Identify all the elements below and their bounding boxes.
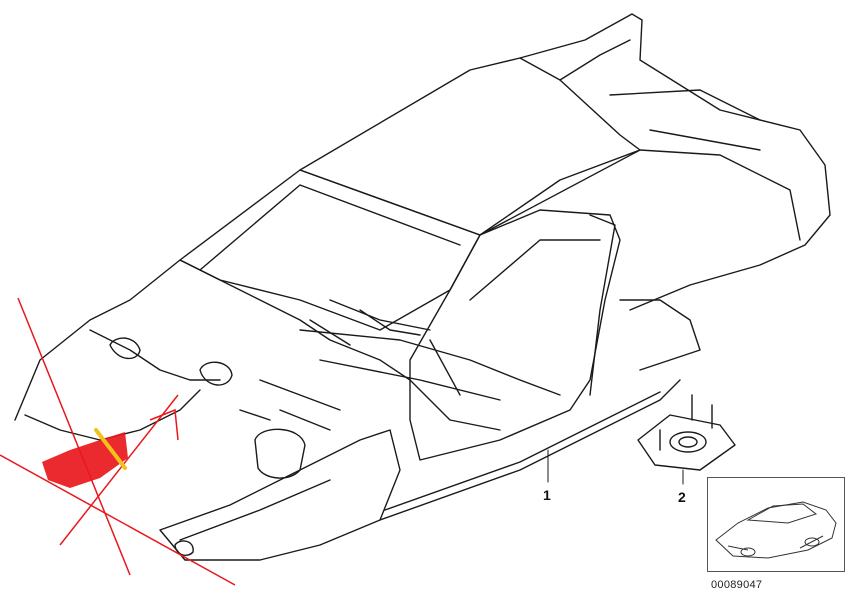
drawing-number: 00089047 (711, 579, 763, 591)
yellow-marker (94, 428, 127, 470)
floor-pan (299, 299, 561, 401)
windshield-frame (179, 169, 481, 331)
callout-2: 2 (678, 489, 686, 505)
front-frame-rail (159, 429, 401, 561)
rocker-sill (379, 379, 681, 521)
front-end (14, 259, 411, 421)
bracket-plate (637, 414, 736, 471)
strut-tower (254, 428, 306, 479)
roof-panel (299, 57, 641, 236)
car-thumbnail (707, 477, 845, 572)
car-thumbnail-icon (715, 501, 837, 559)
callout-1: 1 (543, 487, 551, 503)
red-markup (0, 297, 236, 586)
b-pillar (589, 214, 616, 396)
rear-quarter-panel (479, 149, 801, 241)
rear-deck (519, 13, 831, 311)
door-opening (409, 209, 621, 461)
red-highlighted-part (42, 432, 128, 488)
